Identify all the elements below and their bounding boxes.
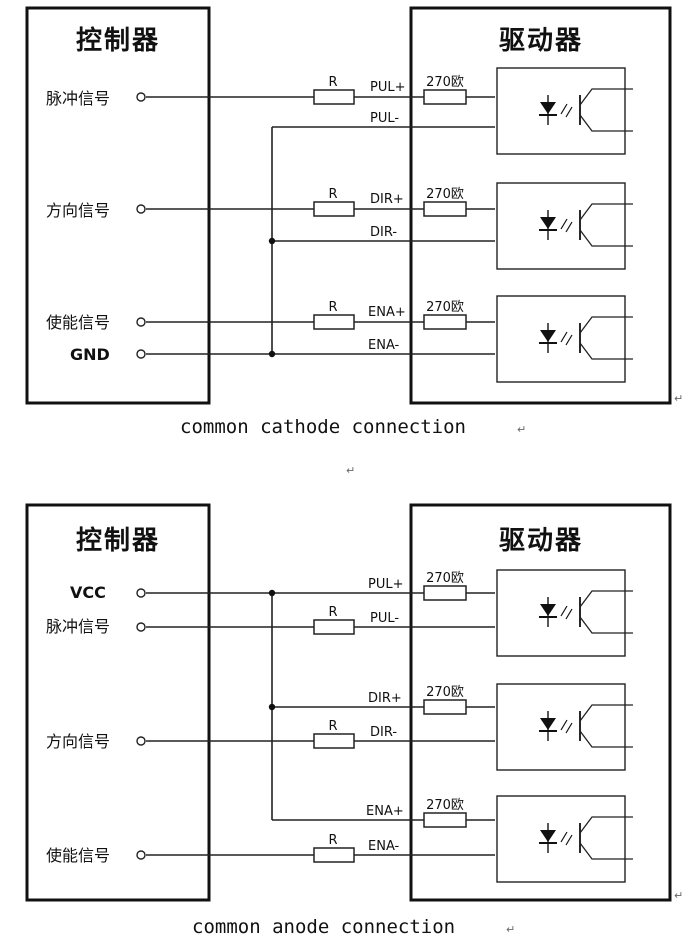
resistor-label: R [328, 719, 337, 734]
pin-label: DIR- [370, 225, 397, 240]
input-terminal [136, 317, 146, 327]
optocoupler [496, 295, 633, 383]
driver-resistor [423, 314, 467, 330]
driver-box [409, 503, 672, 902]
optocoupler [496, 182, 633, 270]
pin-label: ENA- [368, 338, 400, 353]
pin-label: PUL+ [368, 577, 404, 592]
driver-box [409, 6, 672, 405]
input-terminal [136, 92, 146, 102]
caption-anode: common anode connection [192, 916, 455, 938]
resistor [313, 314, 355, 330]
driver-resistor [423, 89, 467, 105]
input-label: 方向信号 [46, 201, 110, 220]
pin-label: ENA- [368, 839, 400, 854]
pin-label: PUL+ [370, 80, 406, 95]
driver-resistor-label: 270欧 [426, 798, 464, 813]
resistor [313, 847, 355, 863]
controller-box [25, 6, 211, 405]
pin-label: DIR- [370, 725, 397, 740]
cathode-diagram: 控制器 驱动器 脉冲信号 方向信号 使能信号 GND R R R PUL+ [25, 6, 672, 405]
return-mark: ↵ [346, 464, 355, 477]
resistor [313, 89, 355, 105]
input-label: VCC [70, 583, 106, 602]
input-label: 脉冲信号 [46, 89, 110, 108]
optocoupler-group [496, 67, 633, 883]
anode-diagram: 控制器 驱动器 VCC 脉冲信号 方向信号 使能信号 R R R PUL+ [25, 503, 672, 902]
pin-label: PUL- [370, 111, 399, 126]
input-label: 使能信号 [46, 313, 110, 332]
driver-resistor [423, 585, 467, 601]
pin-label: DIR+ [370, 192, 404, 207]
optocoupler [496, 569, 633, 657]
input-label: 方向信号 [46, 732, 110, 751]
resistor-label: R [328, 833, 337, 848]
resistor [313, 619, 355, 635]
return-mark: ↵ [506, 923, 515, 936]
resistor [313, 201, 355, 217]
input-terminal [136, 349, 146, 359]
pin-label: DIR+ [368, 691, 402, 706]
input-terminal [136, 588, 146, 598]
return-mark: ↵ [674, 889, 683, 902]
controller-box [25, 503, 211, 902]
driver-resistor-label: 270欧 [426, 685, 464, 700]
caption-cathode: common cathode connection [180, 416, 466, 438]
return-mark: ↵ [674, 392, 683, 405]
input-label: 使能信号 [46, 846, 110, 865]
resistor-label: R [328, 300, 337, 315]
resistor-label: R [328, 605, 337, 620]
resistor [313, 733, 355, 749]
return-mark: ↵ [517, 423, 526, 436]
pin-label: PUL- [370, 611, 399, 626]
driver-resistor-label: 270欧 [426, 187, 464, 202]
driver-resistor [423, 812, 467, 828]
optocoupler [496, 683, 633, 771]
resistor-label: R [328, 187, 337, 202]
controller-title: 控制器 [76, 26, 160, 56]
input-label: 脉冲信号 [46, 617, 110, 636]
driver-resistor [423, 699, 467, 715]
driver-resistor-label: 270欧 [426, 571, 464, 586]
optocoupler [496, 795, 633, 883]
driver-title: 驱动器 [499, 26, 583, 56]
optocoupler [496, 67, 633, 155]
controller-title: 控制器 [76, 526, 160, 556]
input-terminal [136, 736, 146, 746]
driver-resistor-label: 270欧 [426, 300, 464, 315]
pin-label: ENA+ [368, 305, 406, 320]
driver-resistor [423, 201, 467, 217]
resistor-label: R [328, 75, 337, 90]
input-terminal [136, 204, 146, 214]
driver-title: 驱动器 [499, 526, 583, 556]
pin-label: ENA+ [366, 804, 404, 819]
input-terminal [136, 850, 146, 860]
driver-resistor-label: 270欧 [426, 75, 464, 90]
input-terminal [136, 622, 146, 632]
input-label: GND [70, 345, 110, 364]
